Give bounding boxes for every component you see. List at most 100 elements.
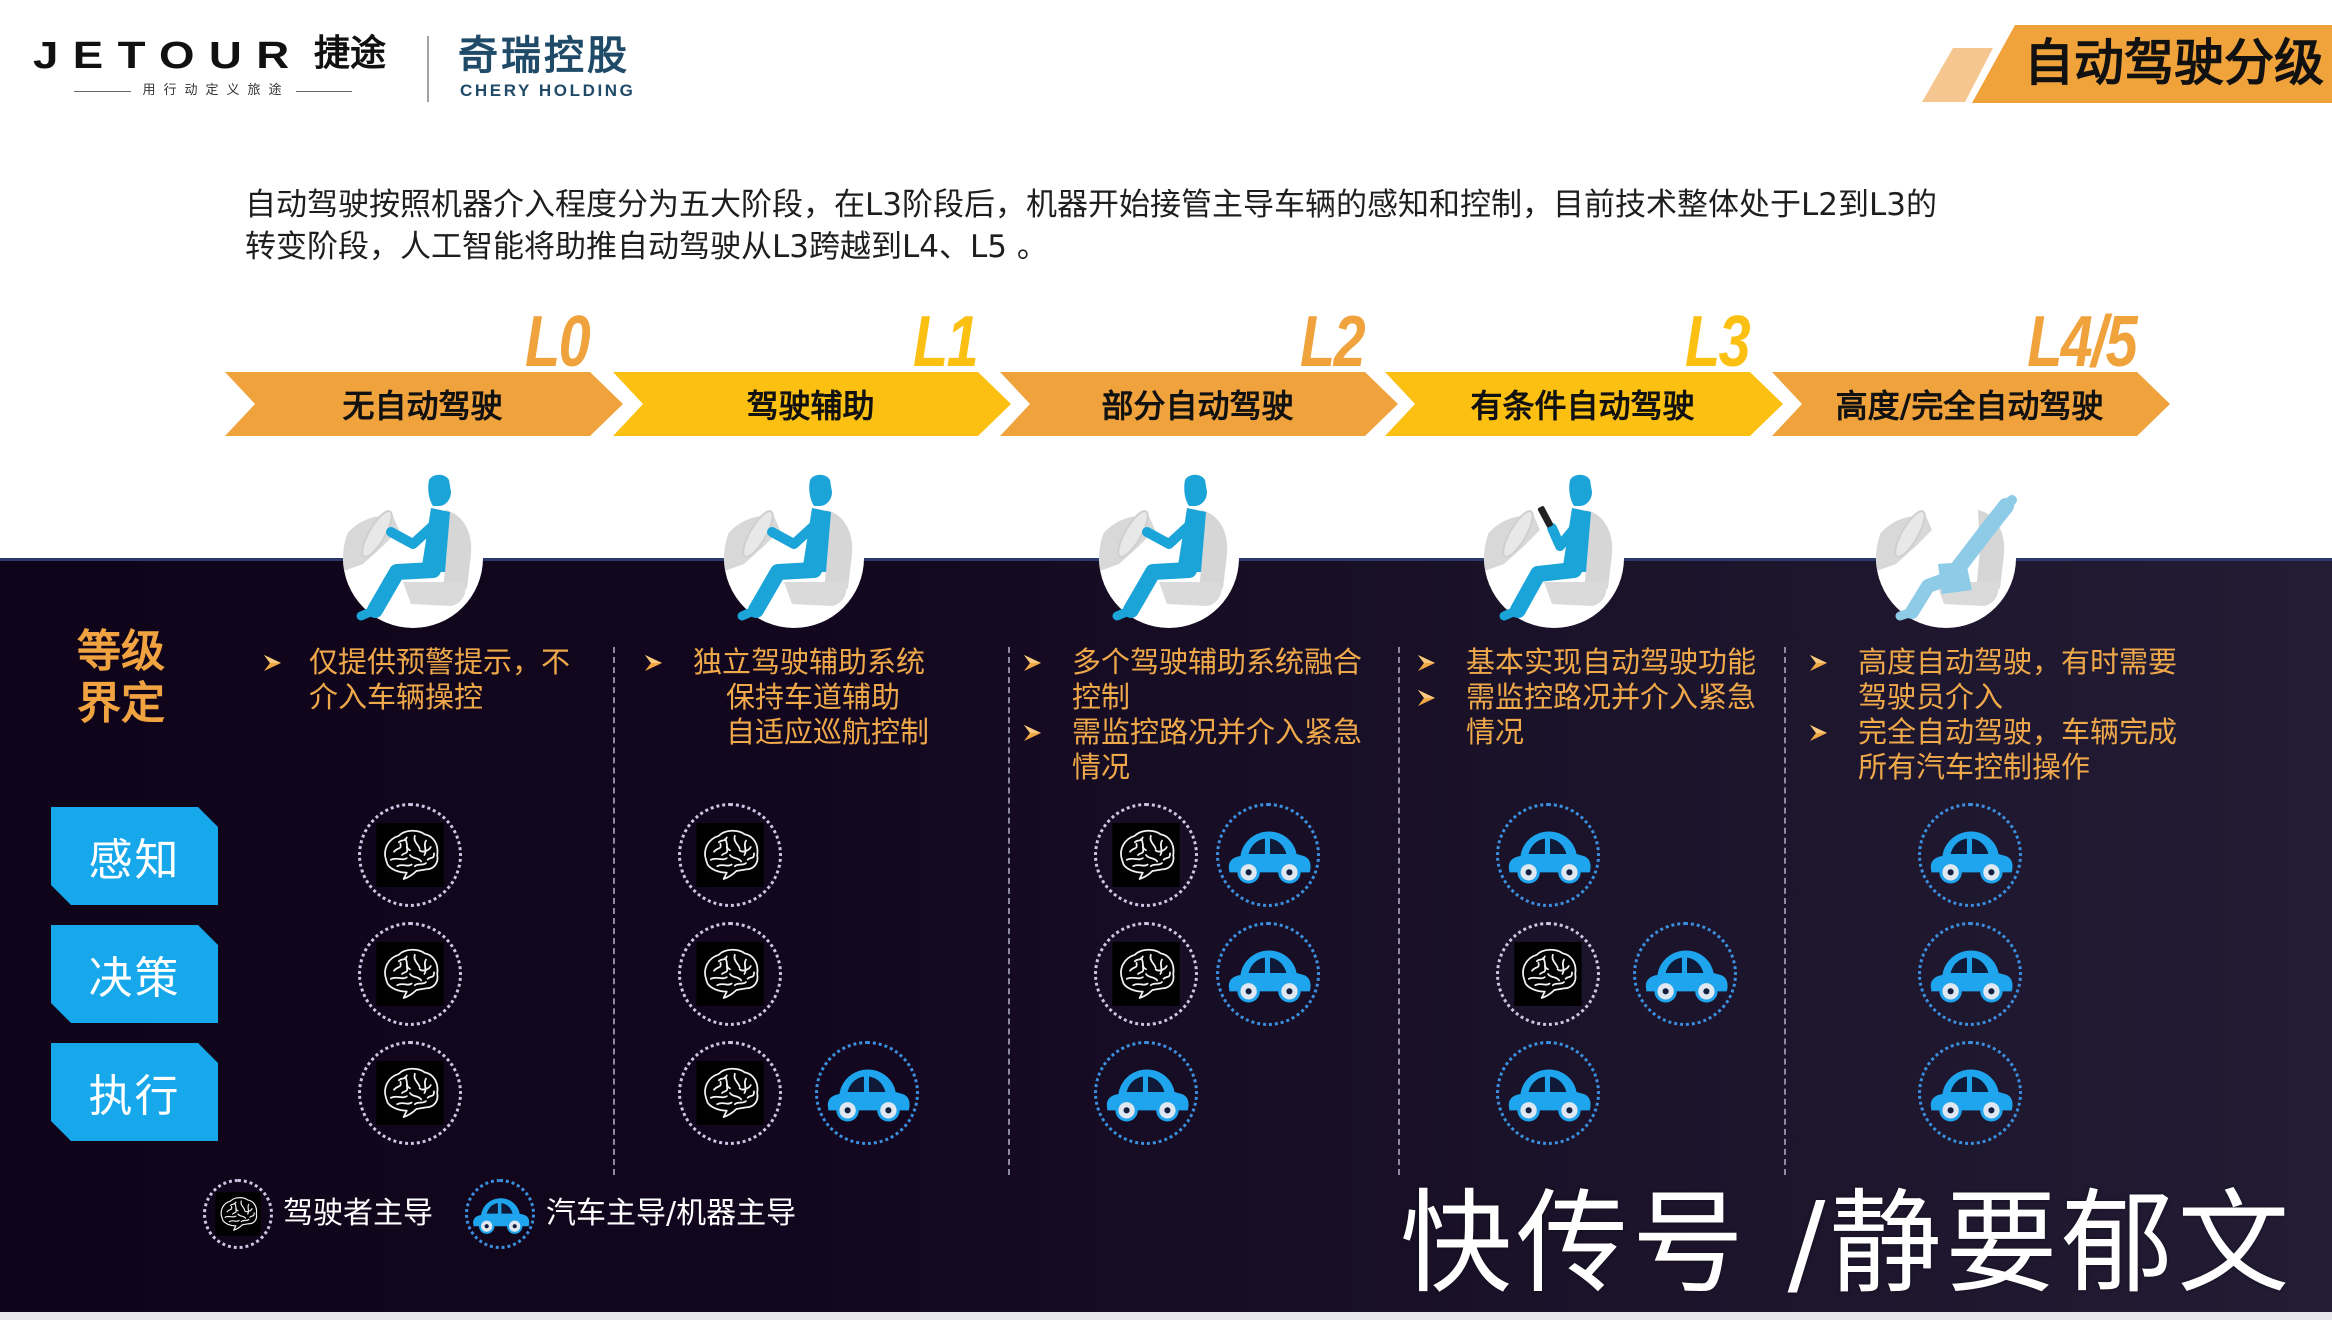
jetour-logo-chinese: 捷途 [314, 33, 387, 74]
dotted-ring [358, 1041, 462, 1145]
bullet-arrow-icon [1808, 645, 1858, 680]
function-tab-perception: 感知 [51, 807, 218, 905]
dotted-ring [1094, 803, 1198, 907]
control-icon-slot [1216, 803, 1320, 907]
control-icon-slot [358, 922, 462, 1026]
legend-driver-label: 驾驶者主导 [283, 1196, 433, 1231]
dotted-ring [1918, 803, 2022, 907]
bullet-text: 需监控路况并介入紧急 情况 [1072, 715, 1363, 784]
bullet-text: 自适应巡航控制 [726, 715, 930, 749]
driver-figure-driving [356, 474, 451, 621]
brain-icon [690, 1053, 770, 1133]
driver-seat-illustration [1099, 474, 1239, 628]
level-l1: L1 驾驶辅助 [613, 300, 1011, 440]
intro-line: 自动驾驶按照机器介入程度分为五大阶段，在L3阶段后，机器开始接管主导车辆的感知和… [245, 187, 1937, 223]
driver-icon [1866, 470, 2026, 630]
bullet-text: 仅提供预警提示，不 介入车辆操控 [309, 645, 571, 714]
bullet-item: 完全自动驾驶，车辆完成 所有汽车控制操作 [1808, 715, 2177, 785]
jetour-logo-wordmark: JETOUR [33, 35, 304, 77]
level-l3-description: 基本实现自动驾驶功能 需监控路况并介入紧急 情况 [1416, 645, 1756, 750]
driver-seat-illustration [1484, 474, 1624, 628]
level-name: 无自动驾驶 [342, 387, 503, 425]
control-icon-slot [1918, 803, 2022, 907]
level-name: 部分自动驾驶 [1101, 387, 1294, 425]
dotted-ring [1918, 1041, 2022, 1145]
control-icon-slot [1918, 1041, 2022, 1145]
control-icon-slot [1094, 922, 1198, 1026]
bullet-item: 仅提供预警提示，不 介入车辆操控 [262, 645, 570, 715]
control-icon-slot [1918, 922, 2022, 1026]
jetour-slogan: 用行动定义旅途 [74, 83, 353, 99]
dotted-ring [678, 922, 782, 1026]
function-label: 感知 [88, 835, 181, 886]
bullet-text: 高度自动驾驶，有时需要 驾驶员介入 [1858, 645, 2178, 714]
slogan-text: 用行动定义旅途 [142, 83, 290, 98]
level-l4-5-description: 高度自动驾驶，有时需要 驾驶员介入 完全自动驾驶，车辆完成 所有汽车控制操作 [1808, 645, 2177, 785]
control-icon-slot [678, 922, 782, 1026]
chevron-fill: 无自动驾驶 [225, 372, 623, 436]
column-divider [1784, 647, 1786, 1175]
bullet-text: 基本实现自动驾驶功能 [1466, 645, 1757, 679]
level-name: 有条件自动驾驶 [1470, 387, 1695, 425]
brain-icon [690, 934, 770, 1014]
car-icon [1217, 805, 1319, 907]
control-icon-slot [1216, 922, 1320, 1026]
bullet-subitem: 保持车道辅助 [643, 680, 929, 715]
bullet-arrow-icon [1416, 645, 1466, 680]
bullet-arrow-icon [1022, 715, 1072, 750]
brain-icon [370, 815, 450, 895]
level-code: L2 [1299, 302, 1366, 382]
bullet-text: 多个驾驶辅助系统融合 控制 [1072, 645, 1363, 714]
bullet-arrow-icon [643, 645, 693, 680]
level-l0-description: 仅提供预警提示，不 介入车辆操控 [262, 645, 570, 715]
title-banner [1972, 25, 2332, 103]
chevron-fill: 驾驶辅助 [613, 372, 1011, 436]
page-title: 自动驾驶分级 [2024, 34, 2324, 92]
level-l4-5: L4/5 高度/完全自动驾驶 [1772, 300, 2170, 440]
control-icon-slot [1094, 1041, 1198, 1145]
legend-machine-label: 汽车主导/机器主导 [546, 1196, 797, 1231]
driver-figure-driving [1112, 474, 1207, 621]
control-icon-slot [1496, 922, 1600, 1026]
level-chevron: 有条件自动驾驶 [1385, 372, 1783, 436]
logo-divider [427, 36, 429, 102]
level-l2: L2 部分自动驾驶 [1000, 300, 1398, 440]
watermark: 快传号 /静要郁文 [1400, 1179, 2294, 1309]
bullet-arrow-icon [1416, 680, 1466, 715]
control-icon-slot [358, 803, 462, 907]
control-icon-slot [1496, 803, 1600, 907]
control-icon-slot [1633, 922, 1737, 1026]
dotted-ring [815, 1041, 919, 1145]
heading-line: 界定 [77, 678, 165, 729]
bullet-item: 需监控路况并介入紧急 情况 [1022, 715, 1362, 785]
chery-logo-chinese: 奇瑞控股 [458, 33, 630, 79]
level-code: L1 [912, 302, 979, 382]
function-label: 决策 [88, 953, 181, 1004]
dotted-ring [1216, 922, 1320, 1026]
slide-bottom-edge [0, 1312, 2332, 1320]
dotted-ring [1633, 922, 1737, 1026]
bullet-item: 基本实现自动驾驶功能 [1416, 645, 1756, 680]
bullet-arrow-icon [1022, 645, 1072, 680]
driver-figure-phone [1499, 474, 1592, 621]
dotted-ring [1496, 922, 1600, 1026]
level-l2-description: 多个驾驶辅助系统融合 控制 需监控路况并介入紧急 情况 [1022, 645, 1362, 785]
chevron-fill: 高度/完全自动驾驶 [1772, 372, 2170, 436]
dotted-ring [1496, 1041, 1600, 1145]
car-icon [1634, 924, 1736, 1026]
heading-line: 等级 [77, 626, 165, 677]
control-icon-slot [815, 1041, 919, 1145]
dotted-ring [203, 1179, 273, 1249]
chevron-fill: 有条件自动驾驶 [1385, 372, 1783, 436]
bullet-item: 多个驾驶辅助系统融合 控制 [1022, 645, 1362, 715]
level-name: 驾驶辅助 [746, 387, 875, 425]
dotted-ring [678, 803, 782, 907]
level-name: 高度/完全自动驾驶 [1835, 387, 2104, 425]
driver-figure-reclined [1895, 495, 2017, 621]
level-l0: L0 无自动驾驶 [225, 300, 623, 440]
level-definition-heading: 等级 界定 [77, 626, 165, 730]
bullet-item: 独立驾驶辅助系统 [643, 645, 929, 680]
legend-driver-icon [203, 1179, 273, 1249]
car-icon [1095, 1043, 1197, 1145]
column-divider [613, 647, 615, 1175]
